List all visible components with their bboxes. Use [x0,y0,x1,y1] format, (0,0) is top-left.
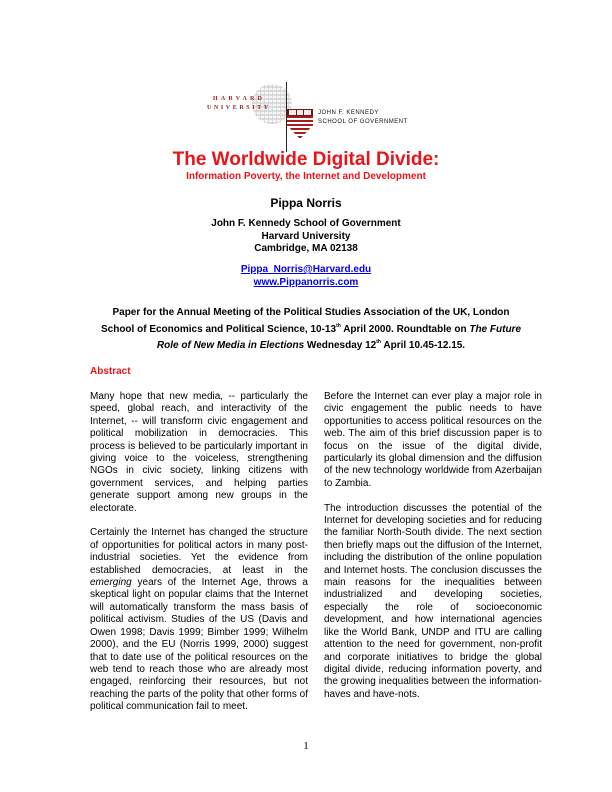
conference-note-line3: Role of New Media in Elections Wednesday… [156,339,466,351]
abstract-heading: Abstract [90,366,131,377]
abstract-paragraph: Certainly the Internet has changed the s… [90,527,308,713]
author-affiliation: John F. Kennedy School of Government Har… [0,218,612,256]
abstract-paragraph: The introduction discusses the potential… [324,502,542,700]
abstract-paragraph: Before the Internet can ever play a majo… [324,391,542,489]
website-link[interactable]: www.Pippanorris.com [253,276,359,288]
logo-harvard-text: HARVARD [213,96,266,102]
affiliation-address: Cambridge, MA 02138 [254,243,358,254]
logo-university-text: UNIVERSITY [207,105,271,111]
conference-note: Paper for the Annual Meeting of the Poli… [80,307,542,353]
logo-divider [286,82,287,152]
harvard-shield-icon [287,109,313,139]
affiliation-school: John F. Kennedy School of Government [211,218,401,229]
paper-title: The Worldwide Digital Divide: [172,149,440,170]
harvard-kennedy-school-logo: HARVARD UNIVERSITY JOHN F. KENNEDY SCHOO… [205,82,420,152]
conference-note-line2: School of Economics and Political Scienc… [100,322,522,335]
abstract-left-column: Many hope that new media, -- particularl… [90,391,308,726]
paper-subtitle: Information Poverty, the Internet and De… [186,171,426,182]
abstract-right-column: Before the Internet can ever play a majo… [324,391,542,714]
author-links: Pippa_Norris@Harvard.edu www.Pippanorris… [0,264,612,289]
logo-jfk-line2: SCHOOL OF GOVERNMENT [318,119,408,125]
affiliation-university: Harvard University [261,230,351,242]
globe-icon [252,84,292,124]
email-link[interactable]: Pippa_Norris@Harvard.edu [240,264,372,275]
logo-jfk-text: JOHN F. KENNEDY SCHOOL OF GOVERNMENT [318,109,408,127]
conference-note-line1: Paper for the Annual Meeting of the Poli… [112,307,510,318]
abstract-paragraph: Many hope that new media, -- particularl… [90,391,308,514]
page-number: 1 [303,740,309,752]
author-name: Pippa Norris [270,196,342,210]
logo-jfk-line1: JOHN F. KENNEDY [318,110,379,116]
